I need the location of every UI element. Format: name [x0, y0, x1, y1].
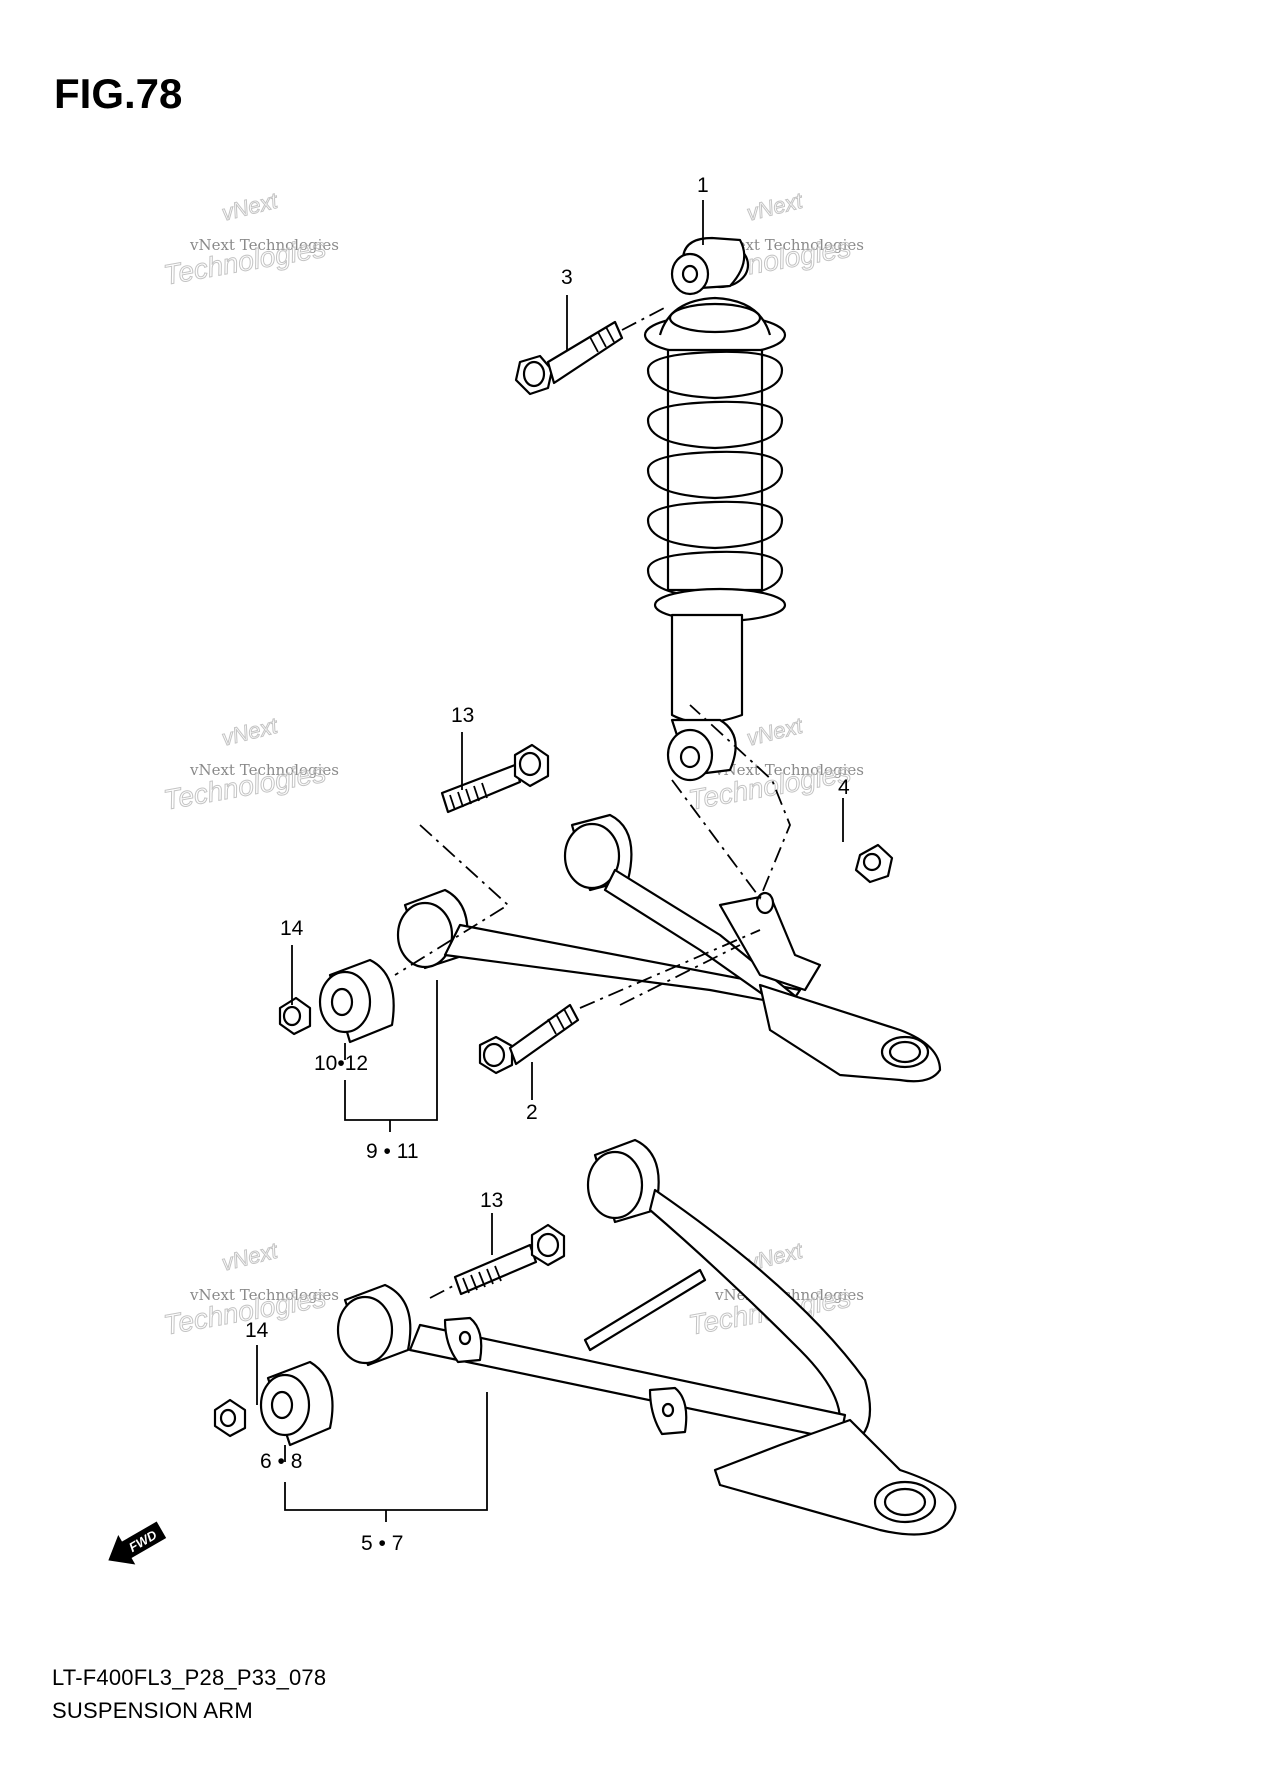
section-name: SUSPENSION ARM	[52, 1698, 253, 1723]
callout-4: 4	[838, 776, 850, 799]
callout-9-11: 9 • 11	[366, 1140, 419, 1163]
fwd-arrow-icon: FWD	[108, 1521, 167, 1565]
bushing-6-8	[259, 1360, 334, 1447]
watermark-text: vNext Technologies	[189, 1286, 339, 1304]
callout-10-12: 10•12	[314, 1052, 368, 1075]
upper-arm	[396, 813, 942, 1083]
guide-line	[619, 944, 741, 1006]
watermark-vnext: vNext	[219, 1238, 280, 1276]
bolt-13-upper	[440, 743, 550, 814]
watermark-vnext: vNext	[219, 188, 280, 226]
watermark-vnext: vNext	[744, 188, 805, 226]
watermark: vNext vNext Technologies Technologies	[161, 187, 339, 291]
watermark-vnext: vNext	[219, 713, 280, 751]
leader-lines	[256, 200, 844, 1522]
callout-14-lower: 14	[245, 1319, 269, 1342]
lower-arm	[336, 1138, 957, 1536]
guide-line	[394, 824, 510, 976]
callout-1: 1	[697, 174, 709, 197]
callout-14-upper: 14	[280, 917, 304, 940]
model-code: LT-F400FL3_P28_P33_078	[52, 1665, 327, 1690]
watermark-text: vNext Technologies	[189, 236, 339, 254]
guide-line	[671, 704, 791, 900]
nut-4	[854, 843, 894, 884]
callout-2: 2	[526, 1101, 538, 1124]
watermark-text: vNext Technologies	[714, 236, 864, 254]
watermark-vnext: vNext	[744, 713, 805, 751]
bolt-3	[514, 305, 669, 396]
figure-title: FIG.78	[54, 70, 183, 117]
watermark: vNext vNext Technologies Technologies	[161, 712, 339, 816]
nut-14-upper	[278, 996, 312, 1036]
watermark-text: vNext Technologies	[189, 761, 339, 779]
watermark-text: vNext Technologies	[714, 761, 864, 779]
callout-13-upper: 13	[451, 704, 474, 727]
callout-6-8: 6 • 8	[260, 1450, 302, 1473]
callout-13-lower: 13	[480, 1189, 503, 1212]
nut-14-lower	[213, 1398, 247, 1438]
callout-3: 3	[561, 266, 573, 289]
bushing-10-12	[318, 958, 395, 1044]
callout-5-7: 5 • 7	[361, 1532, 403, 1555]
bolt-2	[478, 929, 761, 1075]
shock-absorber	[643, 236, 787, 782]
bolt-13-lower	[429, 1223, 566, 1299]
